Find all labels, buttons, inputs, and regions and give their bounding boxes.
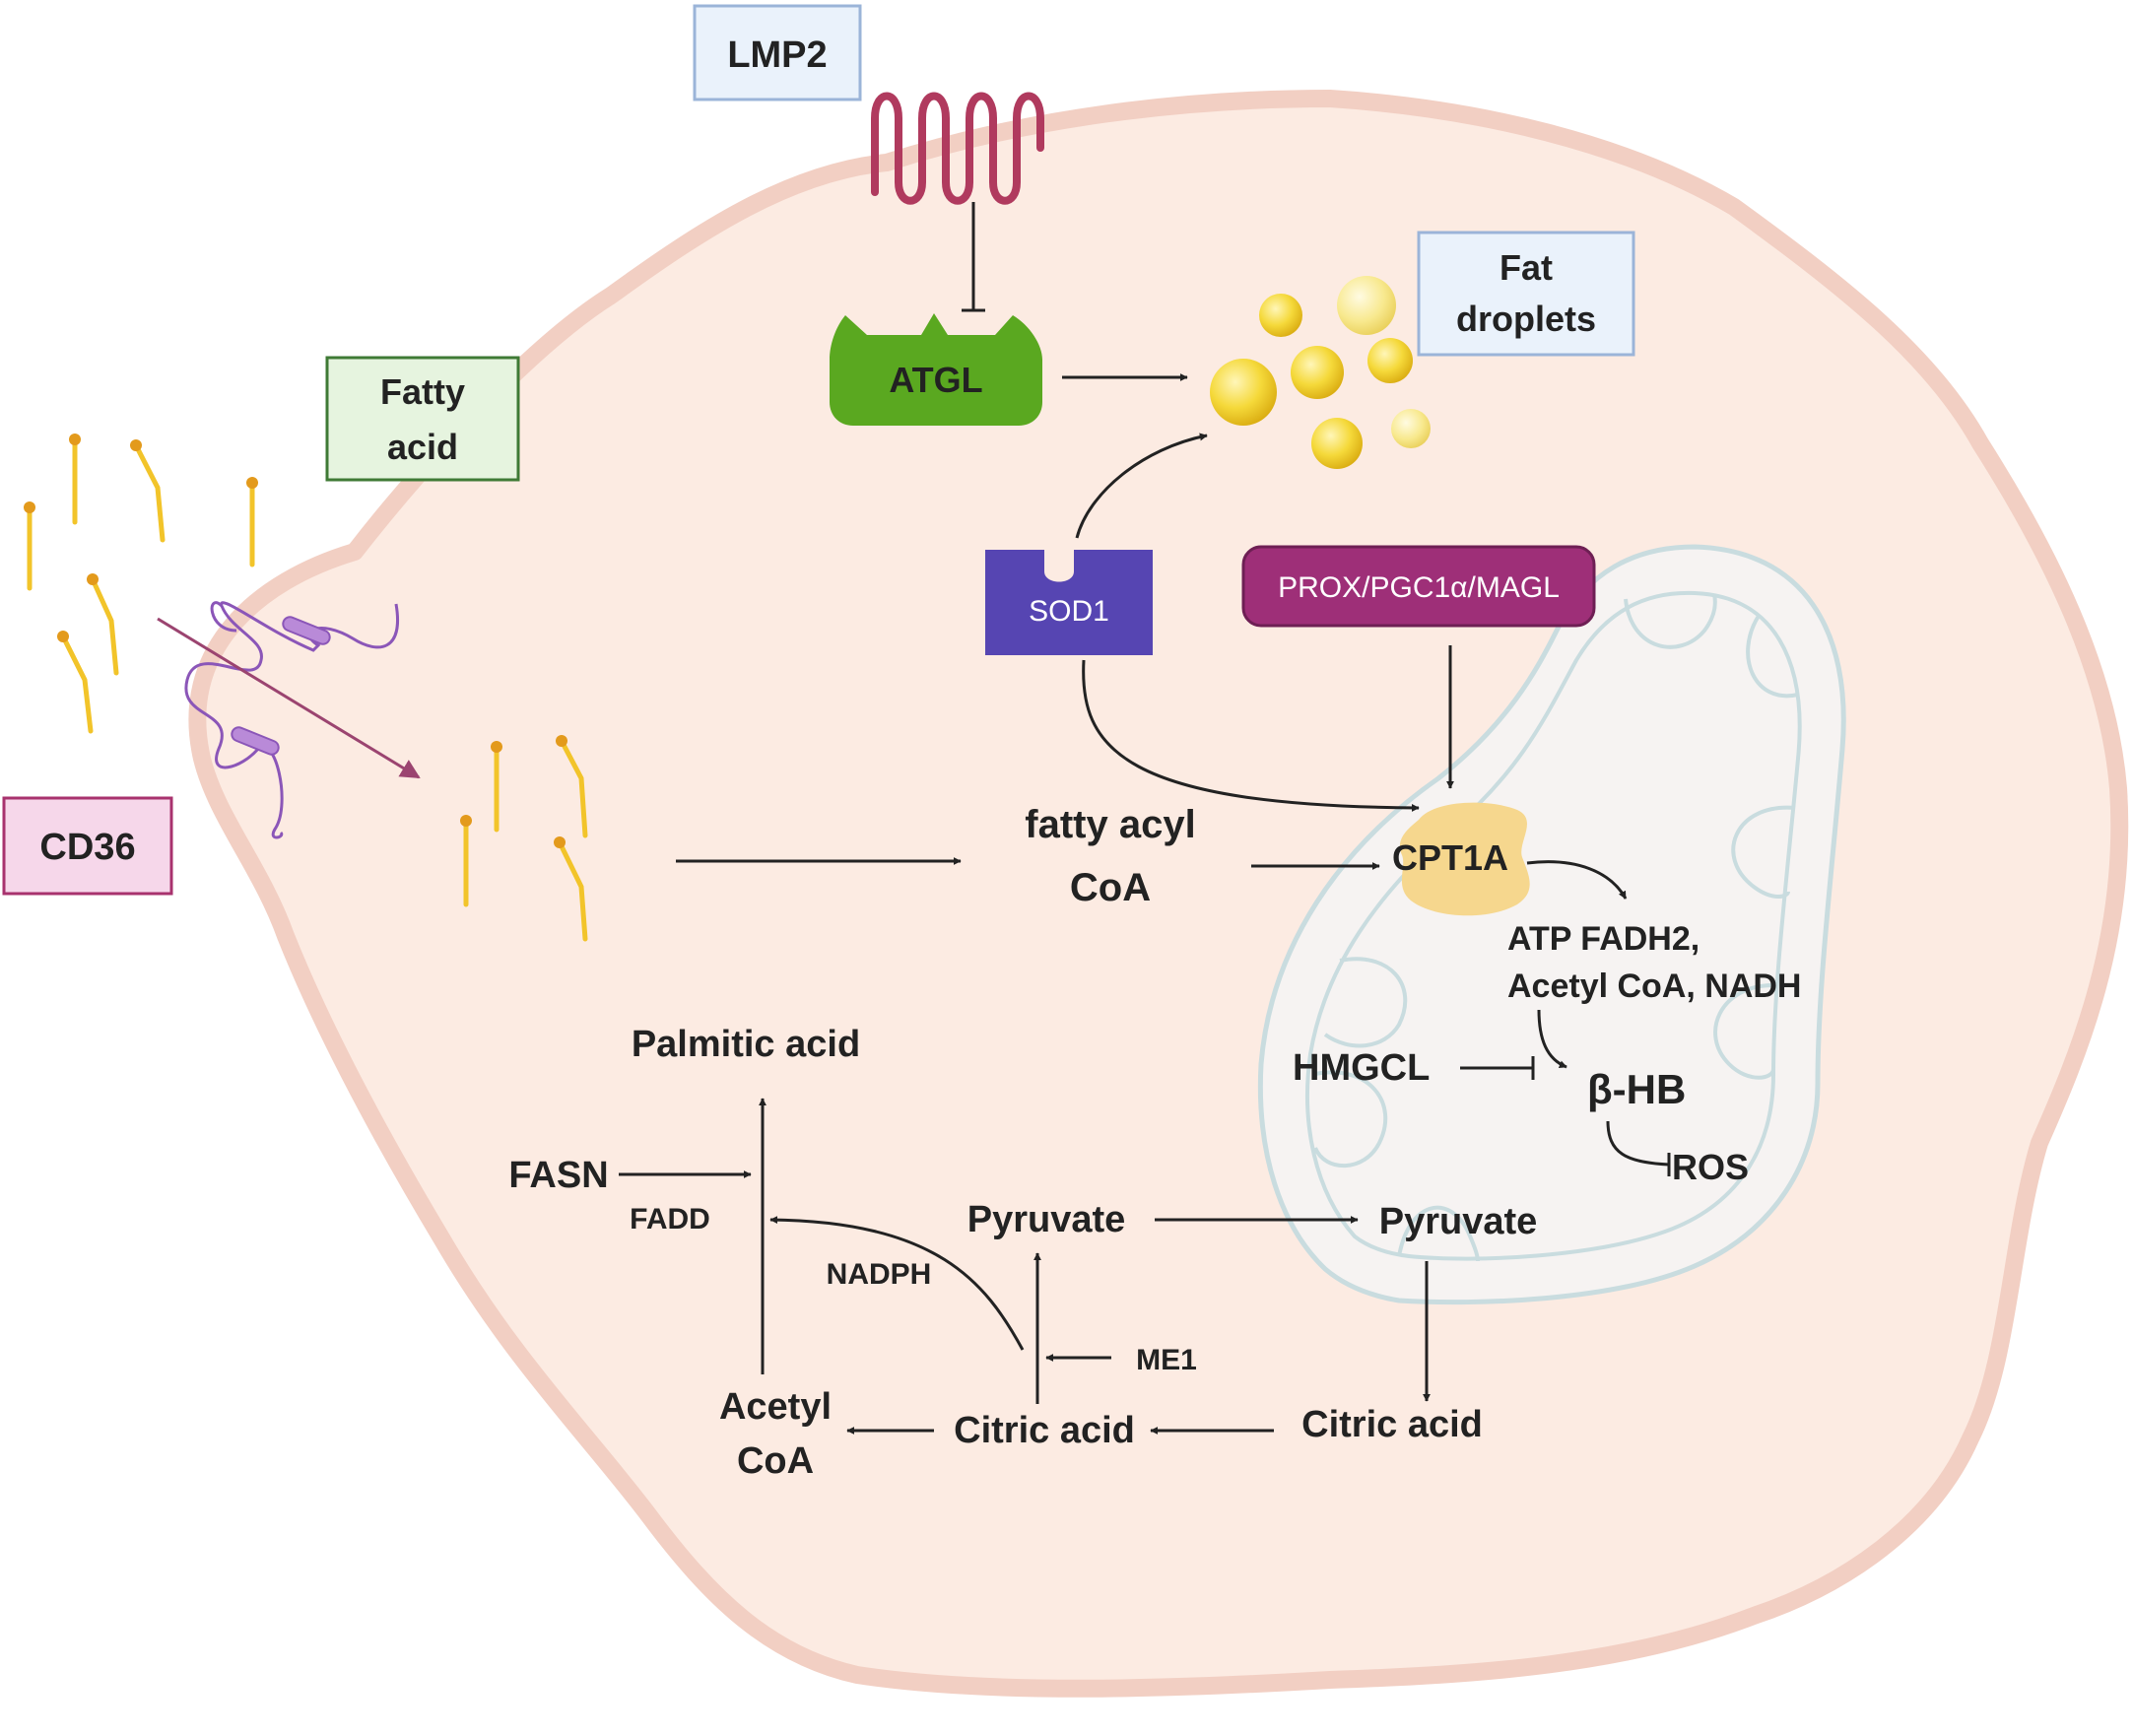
cd36-transporter-icon bbox=[184, 601, 399, 839]
mito-products-label-line2: Acetyl CoA, NADH bbox=[1507, 968, 1801, 1005]
sod1-enzyme-icon bbox=[985, 550, 1153, 655]
atgl-enzyme-icon bbox=[830, 313, 1042, 426]
fadd-label: FADD bbox=[630, 1203, 710, 1235]
sod1-to-droplets-arrow bbox=[1075, 433, 1208, 539]
ros-label: ROS bbox=[1672, 1147, 1749, 1187]
fat-droplets-icon bbox=[1210, 276, 1431, 469]
cell-membrane bbox=[188, 90, 2129, 1698]
beta-hb-inhibits-ros bbox=[1606, 1120, 1670, 1167]
mitochondrion bbox=[1257, 544, 1846, 1305]
acetyl-coa-label-line1: Acetyl bbox=[719, 1386, 832, 1428]
citric-to-palmitic-nadph-arrow bbox=[769, 1216, 1025, 1351]
lmp2-receptor-icon bbox=[871, 92, 1044, 205]
hmgcl-label: HMGCL bbox=[1293, 1047, 1430, 1089]
extracellular-fatty-acids-icon bbox=[24, 434, 258, 734]
intracellular-fatty-acids-icon bbox=[460, 735, 588, 942]
fatty-acyl-coa-label-line1: fatty acyl bbox=[1025, 803, 1195, 846]
cd36-box bbox=[2, 796, 173, 896]
me1-label: ME1 bbox=[1136, 1344, 1197, 1376]
cd36-label: CD36 bbox=[39, 827, 135, 868]
prox-complex-label: PROX/PGC1α/MAGL bbox=[1278, 571, 1560, 604]
nadph-label: NADPH bbox=[827, 1258, 932, 1291]
products-to-beta-hb-arrow bbox=[1537, 1009, 1567, 1069]
citric-acid-mito-label: Citric acid bbox=[1301, 1404, 1483, 1445]
fatty-acyl-coa-label-line2: CoA bbox=[1070, 866, 1151, 909]
fatty-acid-label-line2: acid bbox=[387, 427, 458, 467]
lmp2-label: LMP2 bbox=[727, 34, 827, 76]
fatty-acid-label-line1: Fatty bbox=[380, 371, 465, 412]
fat-droplets-box bbox=[1417, 231, 1635, 357]
pyruvate-mito-label: Pyruvate bbox=[1379, 1201, 1538, 1242]
prox-complex-box bbox=[1241, 545, 1596, 628]
beta-hb-label: β-HB bbox=[1587, 1066, 1686, 1112]
acetyl-coa-label-line2: CoA bbox=[737, 1440, 814, 1482]
cpt1a-to-products-arrow bbox=[1526, 860, 1628, 900]
fatty-acid-box bbox=[325, 356, 520, 482]
lmp2-box bbox=[693, 4, 862, 101]
sod1-to-cpt1a-arrow bbox=[1082, 659, 1420, 812]
pyruvate-cyto-label: Pyruvate bbox=[967, 1199, 1126, 1240]
fasn-label: FASN bbox=[508, 1155, 608, 1196]
fat-droplets-label-line2: droplets bbox=[1456, 299, 1596, 339]
atgl-label: ATGL bbox=[889, 360, 982, 400]
citric-acid-cyto-label: Citric acid bbox=[954, 1410, 1135, 1451]
cpt1a-label: CPT1A bbox=[1392, 837, 1508, 878]
cpt1a-transporter-icon bbox=[1399, 802, 1530, 916]
sod1-label: SOD1 bbox=[1029, 595, 1109, 628]
fat-droplets-label-line1: Fat bbox=[1500, 247, 1553, 288]
cd36-import-arrow bbox=[157, 617, 421, 779]
mito-products-label-line1: ATP FADH2, bbox=[1507, 920, 1700, 958]
palmitic-acid-label: Palmitic acid bbox=[632, 1024, 860, 1065]
